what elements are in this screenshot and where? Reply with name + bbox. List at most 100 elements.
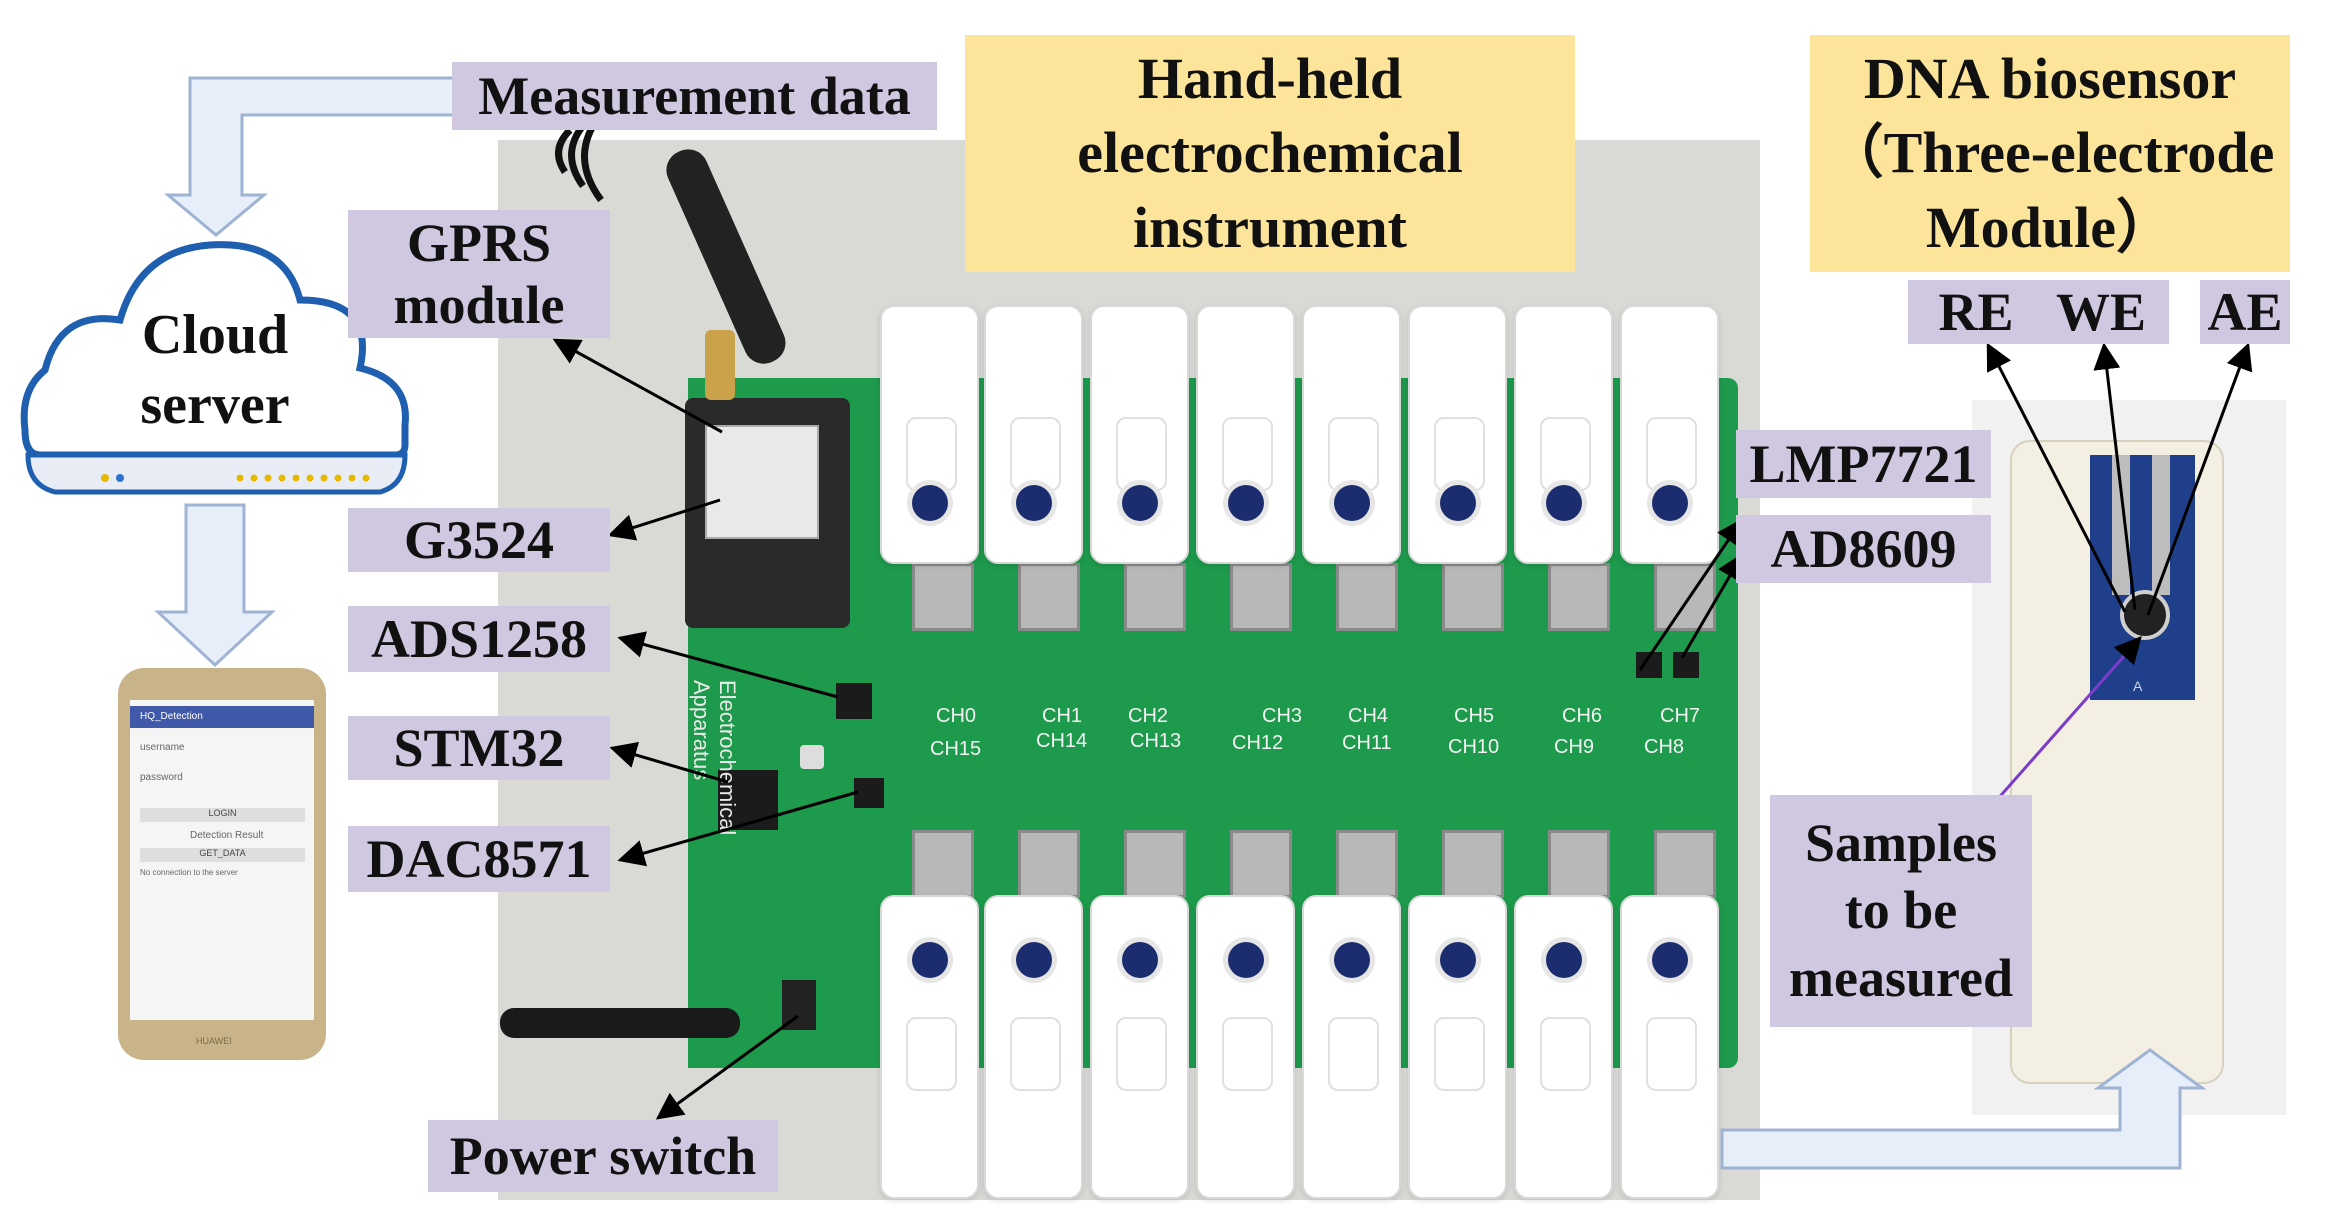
- pointer-power: [655, 1014, 799, 1120]
- gprs-label-line1: GPRS: [406, 212, 552, 273]
- sensor-holder: [1302, 895, 1401, 1199]
- channel-label: CH4: [1348, 705, 1389, 727]
- lmp7721-label: LMP7721: [1736, 430, 1991, 498]
- cloud-icon: [20, 241, 409, 495]
- channel-label: CH3: [1262, 705, 1303, 727]
- phone-password-field[interactable]: password: [140, 772, 183, 783]
- power-cable: [500, 1008, 740, 1038]
- electrode-disk: [2120, 590, 2170, 640]
- ad8609-chip: [1673, 652, 1699, 678]
- biosensor-title-line2: （Three-electrode: [1825, 120, 2275, 186]
- phone-username-field[interactable]: username: [140, 742, 185, 753]
- sensor-holder: [1196, 895, 1295, 1199]
- sensor-holder: [1408, 305, 1507, 564]
- channel-label: CH10: [1448, 736, 1500, 758]
- pointer-g3524: [607, 498, 721, 541]
- channel-label: CH15: [930, 738, 982, 760]
- usb-connector: [1442, 563, 1504, 631]
- pointer-lmp7721: [1638, 517, 1744, 671]
- dac8571-label: DAC8571: [348, 826, 610, 892]
- channel-label: CH9: [1554, 736, 1595, 758]
- instrument-title-line1: Hand-held: [1137, 46, 1403, 112]
- instrument-title-line3: instrument: [1133, 194, 1407, 260]
- re-label: RE: [1908, 280, 2044, 344]
- channel-label: CH0: [936, 705, 977, 727]
- sensor-holder: [1514, 895, 1613, 1199]
- biosensor-title: DNA biosensor （Three-electrode Module）: [1810, 35, 2290, 272]
- samples-label-line1: Samples: [1804, 812, 1998, 873]
- biosensor-arrow: [1720, 1048, 2207, 1170]
- channel-label: CH5: [1454, 705, 1495, 727]
- pointer-dac8571: [617, 790, 859, 867]
- usb-connector: [912, 563, 974, 631]
- samples-label: Samples to be measured: [1770, 795, 2032, 1027]
- sensor-holder: [1620, 895, 1719, 1199]
- ads1258-label: ADS1258: [348, 606, 610, 672]
- pointer-ae: [2146, 342, 2253, 616]
- sensor-holder: [880, 305, 979, 564]
- power-switch-component: [782, 980, 816, 1030]
- channel-label: CH2: [1128, 705, 1169, 727]
- module-letter: A: [2133, 678, 2143, 694]
- sensor-holder: [1514, 305, 1613, 564]
- usb-connector: [1548, 563, 1610, 631]
- phone-getdata-button[interactable]: GET_DATA: [140, 848, 305, 862]
- instrument-title: Hand-held electrochemical instrument: [965, 35, 1575, 272]
- antenna-connector: [705, 330, 735, 400]
- gprs-label-line2: module: [393, 275, 565, 335]
- channel-label: CH8: [1644, 736, 1685, 758]
- cloud-label-line2: server: [140, 374, 290, 436]
- gprs-chip: [705, 425, 819, 539]
- biosensor-title-line3: Module）: [1925, 194, 2175, 260]
- power-switch-label: Power switch: [428, 1120, 778, 1192]
- instrument-title-line2: electrochemical: [1077, 120, 1463, 186]
- sensor-holder: [1408, 895, 1507, 1199]
- sensor-holder: [1196, 305, 1295, 564]
- cloud-server-label: Cloud server: [85, 300, 345, 440]
- samples-label-line2: to be: [1844, 880, 1958, 941]
- pointer-re: [1986, 342, 2127, 613]
- channel-label: CH14: [1036, 730, 1088, 752]
- upload-arrow: [163, 76, 457, 237]
- usb-connector: [1336, 563, 1398, 631]
- we-label: WE: [2033, 280, 2169, 344]
- sensor-holder: [1302, 305, 1401, 564]
- pointer-ad8609: [1680, 552, 1744, 659]
- push-button: [800, 745, 824, 769]
- channel-label: CH1: [1042, 705, 1083, 727]
- sensor-holder: [1620, 305, 1719, 564]
- sensor-holder: [880, 895, 979, 1199]
- phone-status-text: No connection to the server: [140, 868, 238, 877]
- measurement-data-label: Measurement data: [452, 62, 937, 130]
- stm32-chip: [718, 770, 778, 830]
- channel-label: CH11: [1342, 732, 1392, 754]
- pointer-we: [2093, 342, 2137, 611]
- cloud-label-line1: Cloud: [141, 304, 289, 366]
- sensor-holder: [984, 305, 1083, 564]
- phone-brand: HUAWEI: [196, 1036, 232, 1046]
- samples-label-line3: measured: [1789, 947, 2013, 1008]
- sensor-holder: [1090, 305, 1189, 564]
- ads1258-chip: [836, 683, 872, 719]
- pointer-stm32: [609, 741, 729, 784]
- channel-label: CH13: [1130, 730, 1182, 752]
- stm32-label: STM32: [348, 716, 610, 780]
- phone-app-bar: HQ_Detection: [130, 706, 314, 728]
- usb-connector: [1442, 830, 1504, 898]
- dac8571-chip: [854, 778, 884, 808]
- sensor-holder: [1090, 895, 1189, 1199]
- biosensor-title-line1: DNA biosensor: [1863, 46, 2237, 112]
- channel-label: CH7: [1660, 705, 1701, 727]
- usb-connector: [1230, 563, 1292, 631]
- sensor-holder: [984, 895, 1083, 1199]
- channel-label: CH6: [1562, 705, 1603, 727]
- usb-connector: [1124, 563, 1186, 631]
- phone-login-button[interactable]: LOGIN: [140, 808, 305, 822]
- phone-result-label: Detection Result: [190, 830, 264, 841]
- g3524-label: G3524: [348, 508, 610, 572]
- electrode-leads: [2112, 455, 2130, 595]
- gprs-module-label: GPRS module: [348, 210, 610, 338]
- usb-connector: [1654, 830, 1716, 898]
- usb-connector: [1018, 563, 1080, 631]
